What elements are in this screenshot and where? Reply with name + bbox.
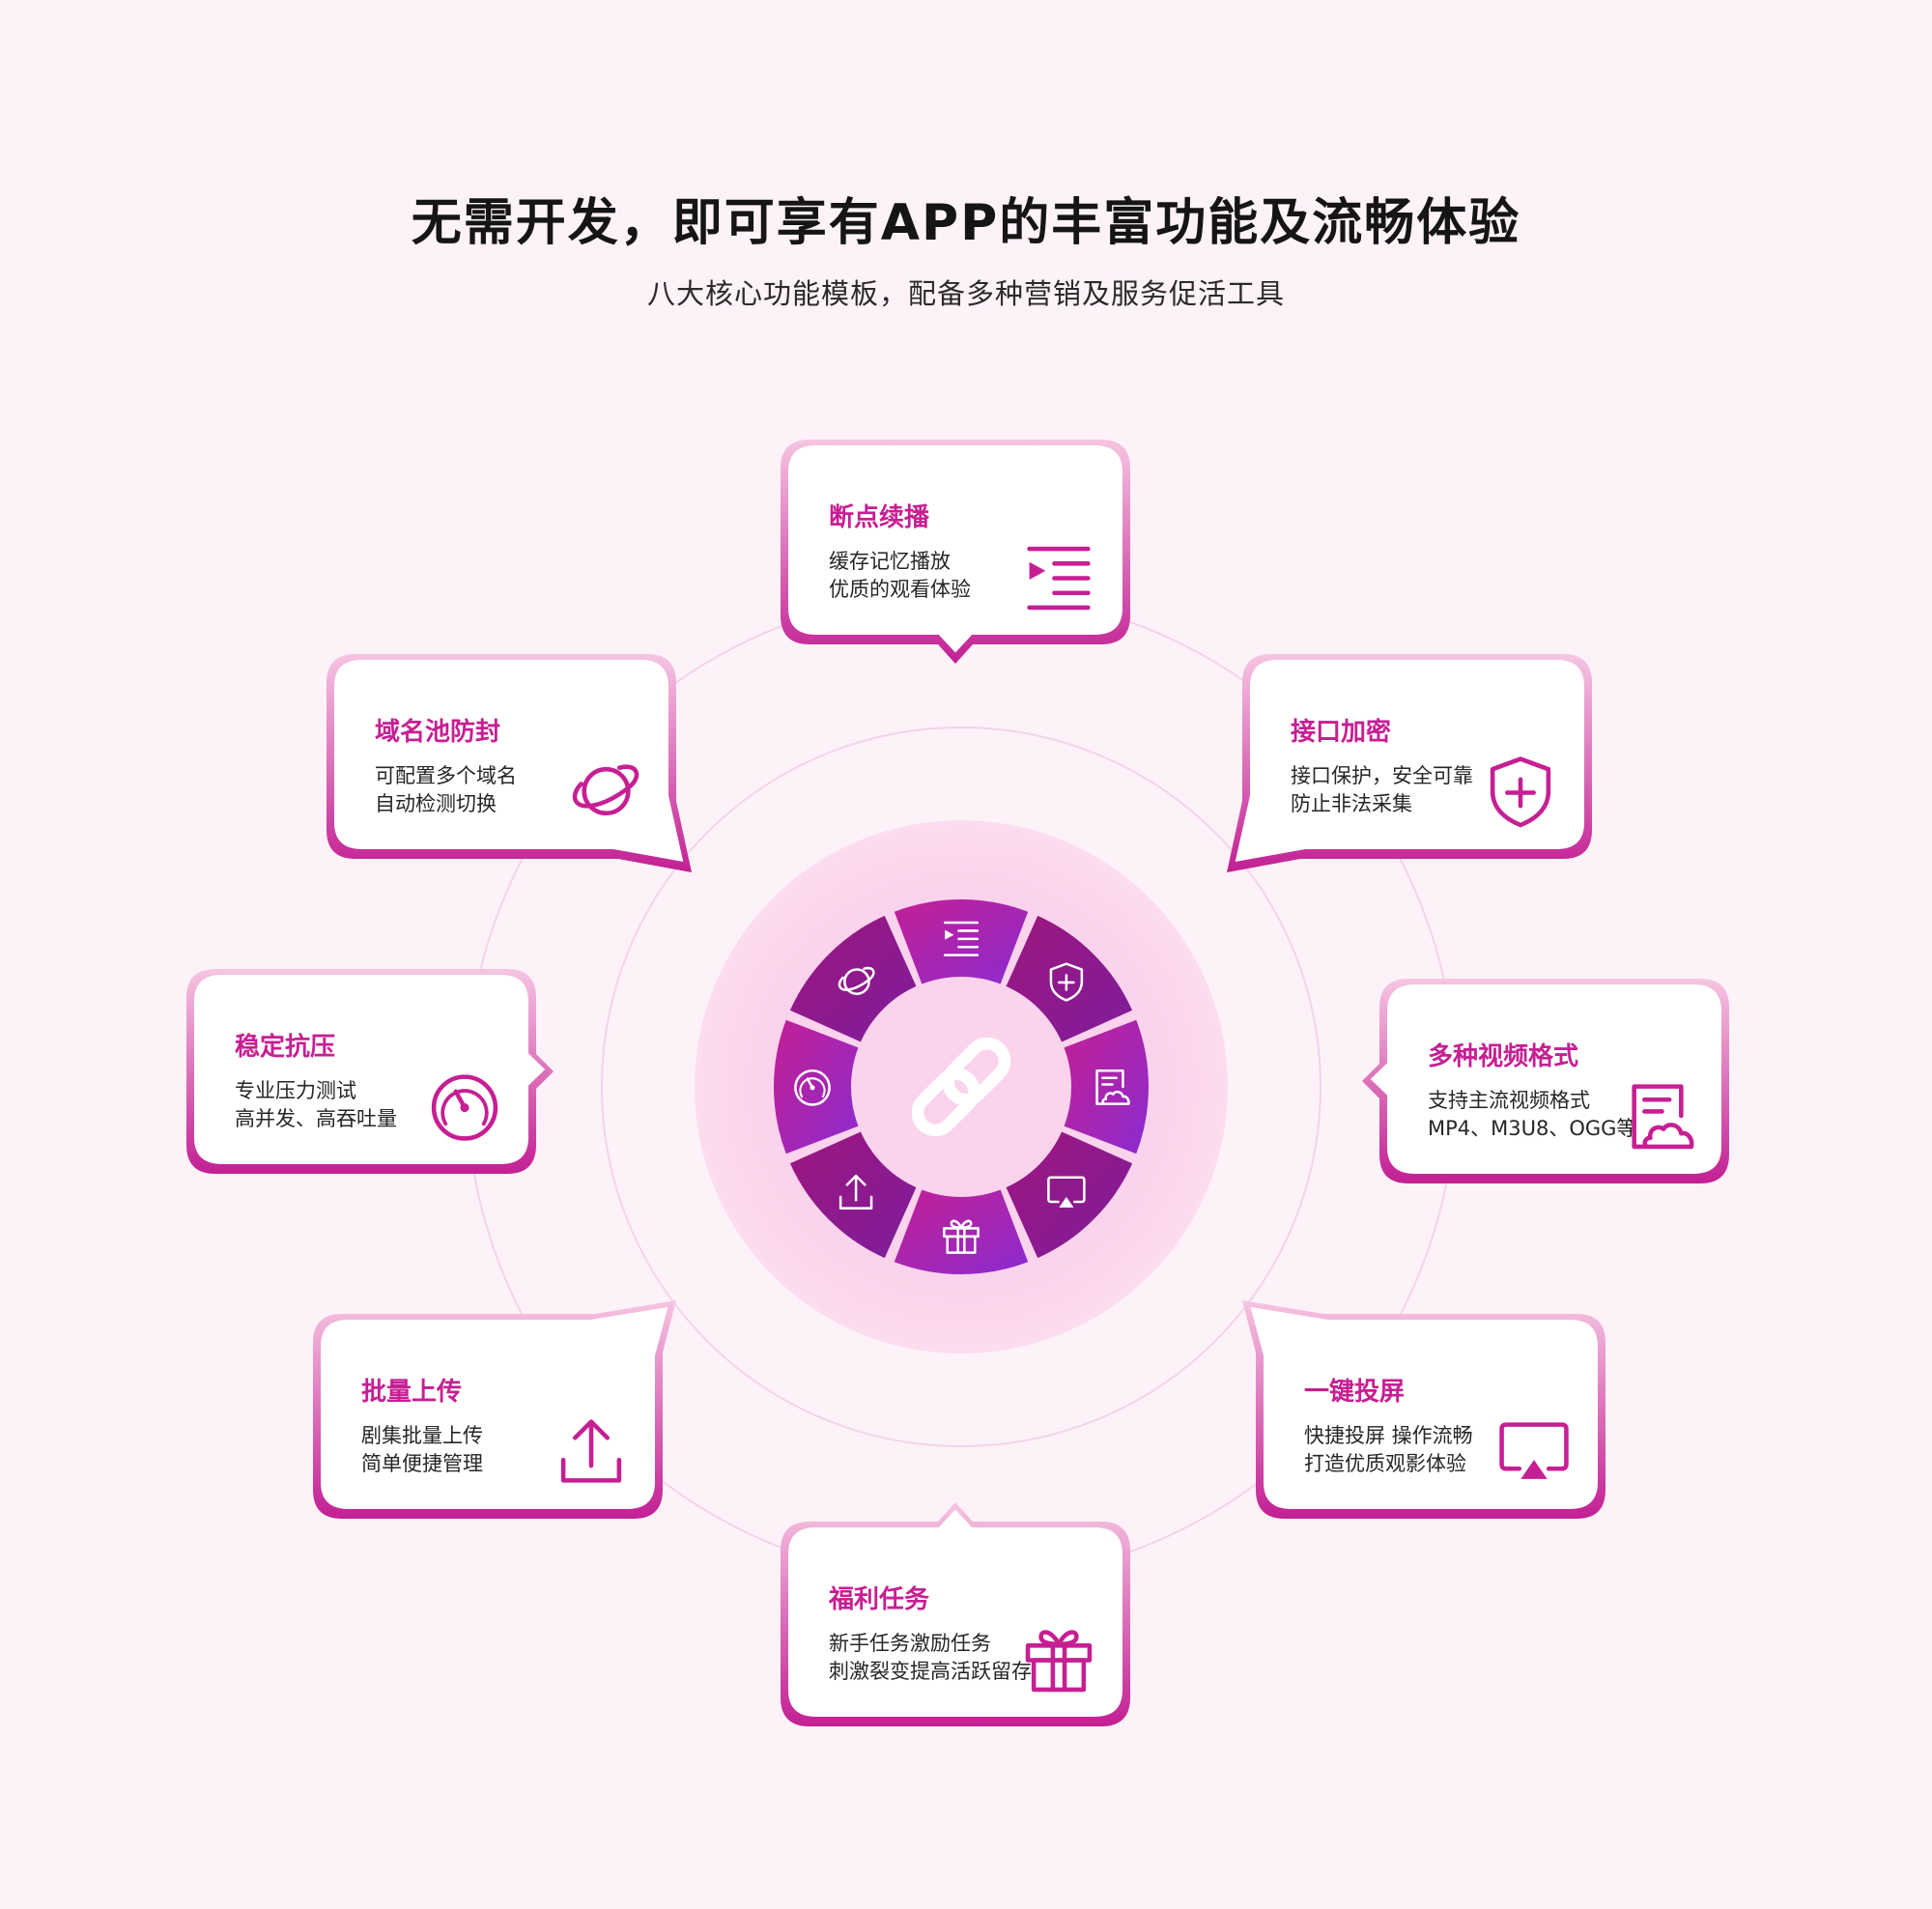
card-bubble [313, 1300, 676, 1519]
feature-card-stability: 稳定抗压 专业压力测试 高并发、高吞吐量 [186, 969, 554, 1174]
hub-segment-stability [774, 1019, 859, 1154]
hub-segment-upload [789, 1131, 917, 1259]
hub-segment-rewards [894, 1189, 1029, 1274]
feature-card-encrypt: 接口加密 接口保护，安全可靠 防止非法采集 [1227, 654, 1592, 872]
upload-icon [554, 1414, 628, 1488]
feature-card-domain: 域名池防封 可配置多个域名 自动检测切换 [327, 654, 692, 872]
card-bubble [327, 654, 692, 872]
card-description: 打造优质观影体验 [1304, 1452, 1466, 1475]
card-title: 域名池防封 [375, 718, 501, 747]
card-description: 可配置多个域名 [375, 764, 517, 787]
card-title: 福利任务 [829, 1585, 930, 1614]
page-title: 无需开发，即可享有APP的丰富功能及流畅体验 [411, 194, 1521, 252]
screen-cast-icon [1497, 1414, 1571, 1488]
card-title: 多种视频格式 [1428, 1042, 1579, 1071]
hub-shield-plus-icon [1049, 962, 1084, 1002]
card-bubble [781, 440, 1130, 664]
card-description: 新手任务激励任务 [829, 1632, 991, 1655]
hub-core [857, 983, 1065, 1191]
hub-segment-resume [894, 898, 1029, 984]
feature-card-resume: 断点续播 缓存记忆播放 优质的观看体验 [781, 440, 1130, 664]
card-title: 断点续播 [829, 503, 930, 532]
hub-video-file-icon [1095, 1068, 1130, 1105]
header: 无需开发，即可享有APP的丰富功能及流畅体验 八大核心功能模板，配备多种营销及服… [0, 182, 1932, 312]
card-description: 专业压力测试 [235, 1079, 356, 1102]
card-description: 支持主流视频格式 [1428, 1089, 1590, 1112]
hub-planet-icon [838, 966, 875, 995]
hub-segment-encrypt [1006, 915, 1133, 1042]
planet-icon [568, 755, 641, 828]
card-description: 高并发、高吞吐量 [235, 1107, 397, 1130]
card-description: 优质的观看体验 [829, 578, 971, 601]
feature-card-cast: 一键投屏 快捷投屏 操作流畅 打造优质观影体验 [1242, 1300, 1605, 1519]
feature-card-rewards: 福利任务 新手任务激励任务 刺激裂变提高活跃留存 [781, 1502, 1130, 1726]
card-bubble [781, 1502, 1130, 1726]
card-title: 批量上传 [361, 1378, 463, 1407]
orbit-ring [601, 727, 1321, 1447]
feature-card-upload: 批量上传 剧集批量上传 简单便捷管理 [313, 1300, 676, 1519]
video-file-icon [1621, 1079, 1694, 1153]
hub-gauge-icon [794, 1068, 831, 1106]
hub-upload-icon [838, 1174, 873, 1210]
hub-screen-cast-icon [1047, 1176, 1086, 1208]
hub-segment-formats [1064, 1019, 1149, 1154]
card-title: 稳定抗压 [235, 1033, 336, 1062]
card-description: MP4、M3U8、OGG等 [1428, 1117, 1637, 1140]
playlist-icon [1022, 540, 1095, 613]
card-title: 一键投屏 [1304, 1378, 1406, 1407]
card-description: 剧集批量上传 [361, 1424, 483, 1447]
card-description: 简单便捷管理 [361, 1452, 483, 1475]
shield-plus-icon [1484, 755, 1557, 828]
card-bubble [186, 969, 554, 1174]
card-title: 接口加密 [1291, 718, 1392, 747]
card-bubble [1242, 1300, 1605, 1519]
hub-gift-icon [943, 1219, 980, 1254]
card-description: 快捷投屏 操作流畅 [1304, 1424, 1473, 1447]
page-subtitle: 八大核心功能模板，配备多种营销及服务促活工具 [646, 277, 1285, 310]
card-description: 自动检测切换 [375, 792, 497, 815]
card-description: 刺激裂变提高活跃留存 [829, 1660, 1032, 1683]
feature-card-formats: 多种视频格式 支持主流视频格式 MP4、M3U8、OGG等 [1362, 979, 1729, 1183]
card-description: 防止非法采集 [1291, 792, 1412, 815]
hub-segment-domain [789, 915, 917, 1042]
card-description: 接口保护，安全可靠 [1291, 764, 1473, 787]
hub-segment-cast [1006, 1131, 1133, 1259]
card-description: 缓存记忆播放 [829, 550, 951, 573]
link-icon [911, 1037, 1011, 1137]
gift-icon [1022, 1622, 1095, 1695]
gauge-icon [428, 1069, 501, 1143]
hub-playlist-icon [943, 921, 980, 956]
